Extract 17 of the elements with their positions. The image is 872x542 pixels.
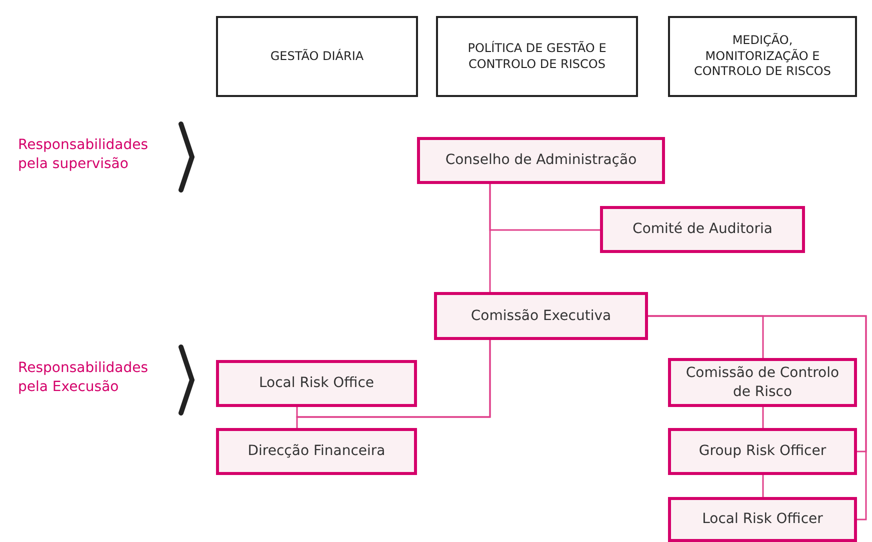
org-box: Comissão de Controlo de Risco — [668, 358, 857, 407]
org-box: Comissão Executiva — [434, 292, 648, 340]
org-box: Conselho de Administração — [417, 137, 665, 184]
column-header: MEDIÇÃO, MONITORIZAÇÃO E CONTROLO DE RISCOS — [668, 16, 857, 97]
connector-line — [489, 184, 491, 292]
section-label: Responsabilidades pela Execusão — [18, 359, 150, 397]
org-box: Local Risk Officer — [668, 497, 857, 542]
org-box: Group Risk Officer — [668, 428, 857, 475]
org-box: Comité de Auditoria — [600, 206, 805, 253]
connector-line — [648, 315, 867, 520]
connector-line — [762, 475, 764, 497]
column-header: POLÍTICA DE GESTÃO E CONTROLO DE RISCOS — [436, 16, 638, 97]
connector-line — [762, 407, 764, 428]
org-box: Local Risk Office — [216, 360, 417, 407]
section-label: Responsabilidades pela supervisão — [18, 136, 150, 174]
org-box: Direcção Financeira — [216, 428, 417, 475]
column-header: GESTÃO DIÁRIA — [216, 16, 418, 97]
